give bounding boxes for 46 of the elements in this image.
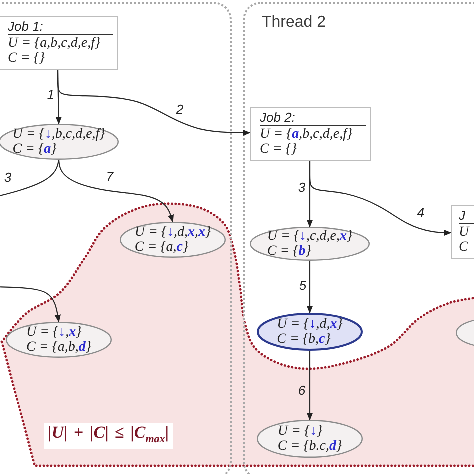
job-heading: Job 1: xyxy=(8,20,113,35)
connector-line xyxy=(0,160,60,198)
set-text: C = {b,c} xyxy=(277,332,332,347)
state-ellipse xyxy=(257,420,363,458)
thread-panel xyxy=(243,2,474,474)
job-box xyxy=(0,16,118,70)
edge-label: 5 xyxy=(299,279,307,293)
set-text: U xyxy=(459,225,471,240)
set-text: C = {} xyxy=(8,51,46,66)
set-text: U = {a,b,c,d,e,f} xyxy=(260,127,354,142)
panel-title: Thread 2 xyxy=(262,14,326,32)
state-ellipse xyxy=(250,227,370,261)
set-text: C = {a} xyxy=(12,142,58,157)
set-text: C xyxy=(459,240,470,255)
set-text: U = {↓,c,d,e,x} xyxy=(267,229,353,244)
constraint-formula: |U| + |C| ≤ |C$_{max}$| xyxy=(44,423,174,450)
set-text: U = {↓,d,x} xyxy=(277,317,343,332)
arrow xyxy=(309,161,452,236)
arrow xyxy=(306,351,314,421)
set-text: C = {} xyxy=(260,142,298,157)
set-text: U = {↓,x} xyxy=(26,325,83,340)
job-heading: Job 2: xyxy=(260,111,366,126)
arrow xyxy=(306,261,314,314)
set-text: U = {↓,d,x,x} xyxy=(134,225,212,240)
edge-label: 7 xyxy=(106,170,114,184)
set-text: U = {↓} xyxy=(278,424,324,439)
set-text: C = {b} xyxy=(267,244,312,259)
edge-label: 3 xyxy=(4,171,12,185)
arrow xyxy=(0,286,61,323)
set-text: C = {a,b,d} xyxy=(26,340,92,355)
state-ellipse xyxy=(257,313,363,351)
job-heading: J xyxy=(459,209,474,224)
set-text: C = {a,c} xyxy=(134,240,190,255)
edge-label: 1 xyxy=(47,88,55,102)
edge-label: 4 xyxy=(417,206,425,220)
arrow xyxy=(58,160,174,223)
arrow xyxy=(57,70,251,136)
edge-label: 6 xyxy=(298,384,306,398)
state-ellipse xyxy=(6,322,112,358)
edge-label: 3 xyxy=(298,181,306,195)
set-text: U = {a,b,c,d,e,f} xyxy=(8,36,102,51)
set-text: C = {b.c,d} xyxy=(278,439,342,454)
job-box xyxy=(250,107,371,161)
edge-label: 2 xyxy=(176,103,184,117)
state-ellipse xyxy=(120,222,226,258)
set-text: U = {↓,b,c,d,e,f} xyxy=(12,127,106,142)
